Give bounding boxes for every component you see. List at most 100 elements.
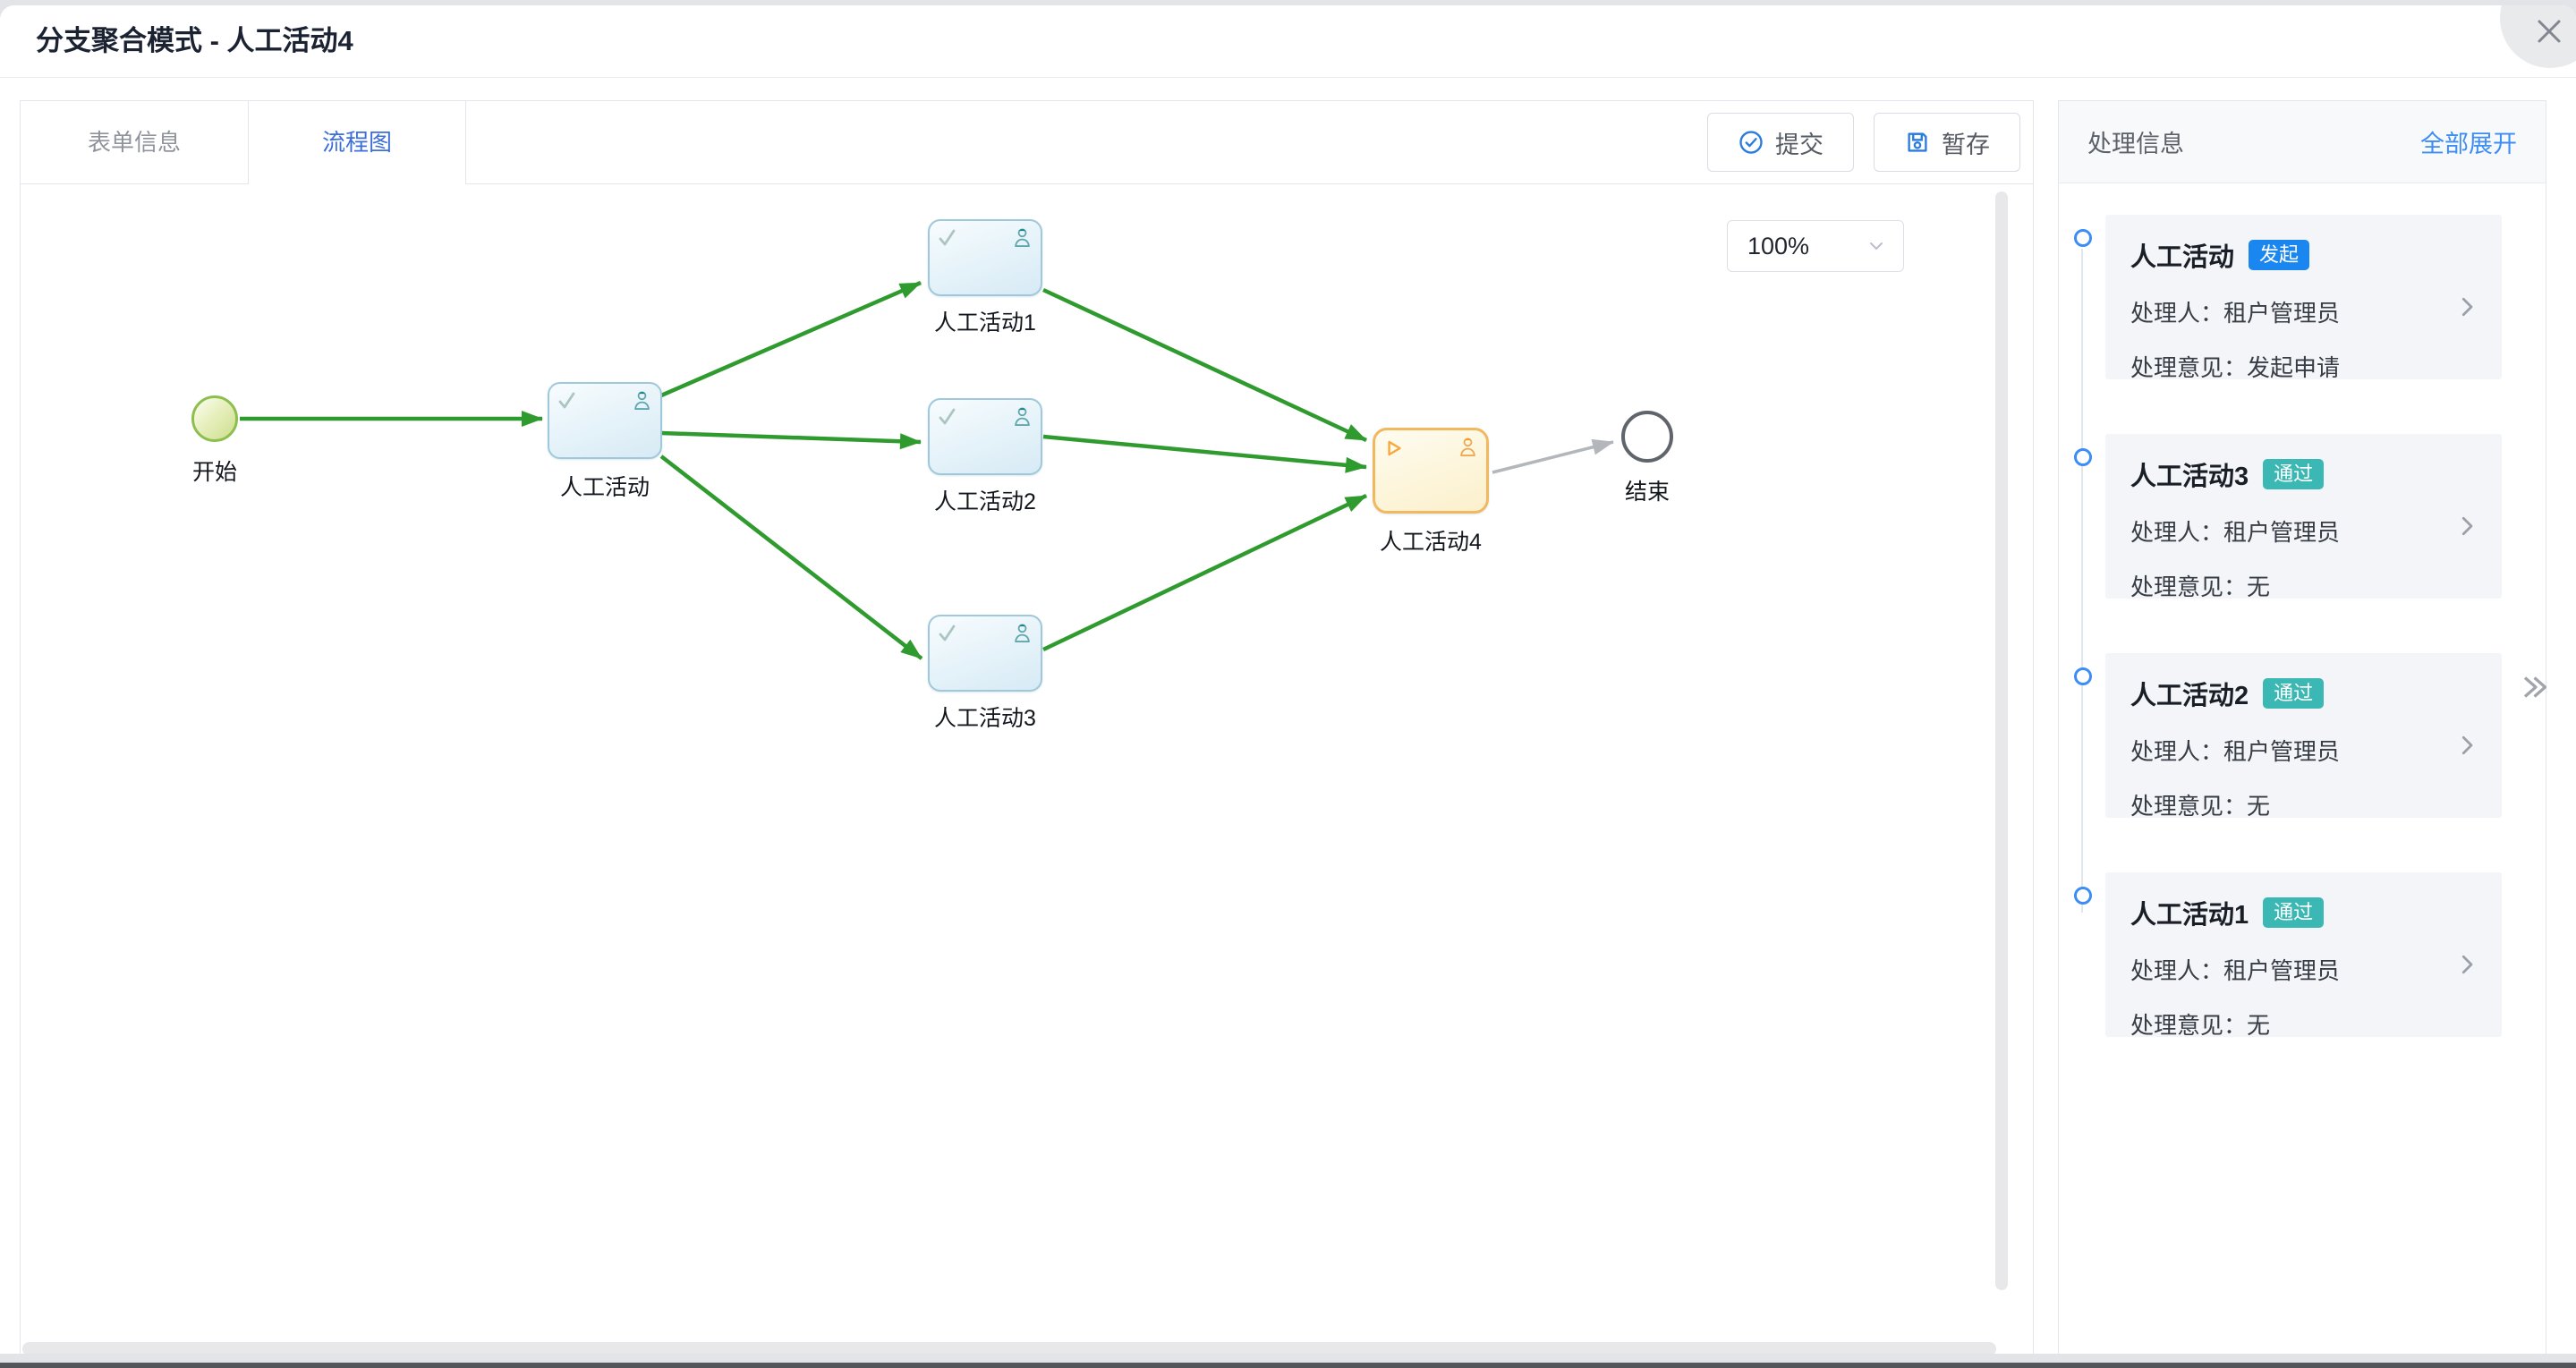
save-draft-button[interactable]: 暂存 — [1874, 113, 2020, 172]
node-label-task4: 人工活动4 — [1380, 530, 1482, 555]
submit-label: 提交 — [1775, 131, 1824, 158]
vertical-scrollbar[interactable] — [1995, 191, 2008, 1290]
chevron-right-icon[interactable] — [2453, 293, 2480, 320]
handler-label: 处理人： — [2130, 519, 2224, 546]
status-badge: 通过 — [2263, 459, 2325, 489]
flow-chart-section: 表单信息 流程图 提交 暂存 — [20, 100, 2034, 1354]
opinion-label: 处理意见： — [2130, 793, 2248, 820]
flow-node-end[interactable] — [1621, 411, 1673, 463]
flow-node-task2[interactable] — [928, 398, 1042, 475]
edge-task4-end — [1492, 438, 1614, 474]
handler-row: 处理人：租户管理员 — [2130, 734, 2477, 767]
flow-node-start[interactable] — [191, 395, 238, 442]
timeline-line — [2081, 249, 2083, 913]
opinion-label: 处理意见： — [2130, 354, 2248, 381]
node-label-task0: 人工活动 — [559, 475, 650, 500]
handler-row: 处理人：租户管理员 — [2130, 295, 2477, 328]
submit-button[interactable]: 提交 — [1707, 113, 1854, 172]
process-info-panel: 处理信息 全部展开 人工活动 发起 处理人：租户管理员 处理意见：发起申请 — [2058, 100, 2546, 1354]
close-icon[interactable] — [2532, 14, 2566, 48]
chevron-right-icon[interactable] — [2453, 951, 2480, 978]
zoom-value: 100% — [1747, 232, 1810, 259]
timeline-dot — [2074, 448, 2092, 466]
chevron-right-icon[interactable] — [2453, 513, 2480, 540]
handler-row: 处理人：租户管理员 — [2130, 953, 2477, 986]
horizontal-scrollbar[interactable] — [22, 1342, 1996, 1354]
play-icon — [1388, 440, 1401, 456]
handler-label: 处理人： — [2130, 738, 2224, 765]
opinion-value: 无 — [2247, 1012, 2271, 1039]
node-label-task3: 人工活动3 — [934, 706, 1036, 731]
dialog-header: 分支聚合模式 - 人工活动4 — [0, 5, 2576, 78]
tab-flow-chart[interactable]: 流程图 — [249, 101, 466, 185]
card-title: 人工活动 — [2130, 243, 2235, 272]
check-icon — [939, 625, 956, 642]
flow-node-task0[interactable] — [548, 382, 662, 459]
save-floppy-icon — [1908, 132, 1927, 152]
node-label-start: 开始 — [191, 460, 237, 485]
opinion-row: 处理意见：无 — [2130, 569, 2477, 602]
handler-value: 租户管理员 — [2223, 300, 2341, 327]
handler-value: 租户管理员 — [2223, 738, 2341, 765]
process-card[interactable]: 人工活动 发起 处理人：租户管理员 处理意见：发起申请 — [2105, 215, 2502, 381]
opinion-row: 处理意见：无 — [2130, 788, 2477, 821]
check-circle-icon — [1739, 131, 1763, 154]
check-icon — [558, 392, 575, 409]
opinion-label: 处理意见： — [2130, 1012, 2248, 1039]
edge-task3-task4 — [1042, 493, 1367, 652]
flow-node-task3[interactable] — [928, 615, 1042, 692]
page-title: 分支聚合模式 - 人工活动4 — [36, 25, 353, 56]
opinion-value: 无 — [2247, 793, 2271, 820]
process-card[interactable]: 人工活动1 通过 处理人：租户管理员 处理意见：无 — [2105, 872, 2502, 1039]
flow-node-task4-active[interactable] — [1373, 428, 1489, 514]
tab-bar: 表单信息 流程图 提交 暂存 — [21, 101, 2033, 185]
check-icon — [939, 229, 956, 246]
check-icon — [939, 408, 956, 425]
user-icon — [634, 391, 650, 410]
tab-form-info[interactable]: 表单信息 — [21, 101, 249, 183]
zoom-select[interactable]: 100% — [1727, 220, 1904, 272]
node-label-end: 结束 — [1624, 480, 1670, 505]
timeline-dot — [2074, 229, 2092, 247]
process-card[interactable]: 人工活动2 通过 处理人：租户管理员 处理意见：无 — [2105, 653, 2502, 821]
panel-header: 处理信息 全部展开 — [2059, 101, 2546, 183]
workflow-dialog: 分支聚合模式 - 人工活动4 表单信息 流程图 提交 — [0, 5, 2576, 1354]
user-icon — [1015, 624, 1030, 642]
node-label-task1: 人工活动1 — [934, 310, 1036, 336]
save-label: 暂存 — [1942, 131, 1990, 158]
edge-task2-task4 — [1042, 434, 1367, 473]
page-bottom-edge — [0, 1363, 2576, 1368]
edge-task0-task2 — [660, 430, 922, 450]
expand-all-link[interactable]: 全部展开 — [2420, 131, 2517, 157]
double-chevron-right-icon — [2523, 676, 2547, 698]
handler-value: 租户管理员 — [2223, 519, 2341, 546]
flow-node-task1[interactable] — [928, 219, 1042, 296]
process-card[interactable]: 人工活动3 通过 处理人：租户管理员 处理意见：无 — [2105, 434, 2502, 602]
user-icon — [1015, 407, 1030, 426]
handler-label: 处理人： — [2130, 300, 2224, 327]
handler-row: 处理人：租户管理员 — [2130, 514, 2477, 548]
handler-label: 处理人： — [2130, 957, 2224, 984]
opinion-row: 处理意见：无 — [2130, 1007, 2477, 1041]
node-label-task2: 人工活动2 — [934, 489, 1036, 514]
opinion-value: 无 — [2247, 574, 2271, 600]
timeline-dot — [2074, 667, 2092, 685]
status-badge: 通过 — [2263, 678, 2325, 709]
user-icon — [1015, 228, 1030, 247]
card-title: 人工活动2 — [2130, 682, 2249, 710]
card-title: 人工活动1 — [2130, 901, 2249, 930]
opinion-value: 发起申请 — [2247, 354, 2341, 381]
collapse-panel-handle[interactable] — [2516, 660, 2555, 714]
user-icon — [1460, 438, 1475, 456]
status-badge: 通过 — [2263, 897, 2325, 928]
chevron-right-icon[interactable] — [2453, 732, 2480, 759]
opinion-row: 处理意见：发起申请 — [2130, 350, 2477, 383]
panel-title: 处理信息 — [2087, 131, 2184, 157]
toolbar: 提交 暂存 — [1707, 113, 2020, 172]
status-badge: 发起 — [2249, 240, 2310, 270]
process-timeline: 人工活动 发起 处理人：租户管理员 处理意见：发起申请 人工活动3 通过 处理人… — [2059, 184, 2546, 1354]
flow-canvas[interactable]: 开始 人工活动 人工活动1 — [21, 184, 2033, 1354]
timeline-dot — [2074, 887, 2092, 905]
edge-task0-task1 — [660, 280, 922, 398]
opinion-label: 处理意见： — [2130, 574, 2248, 600]
